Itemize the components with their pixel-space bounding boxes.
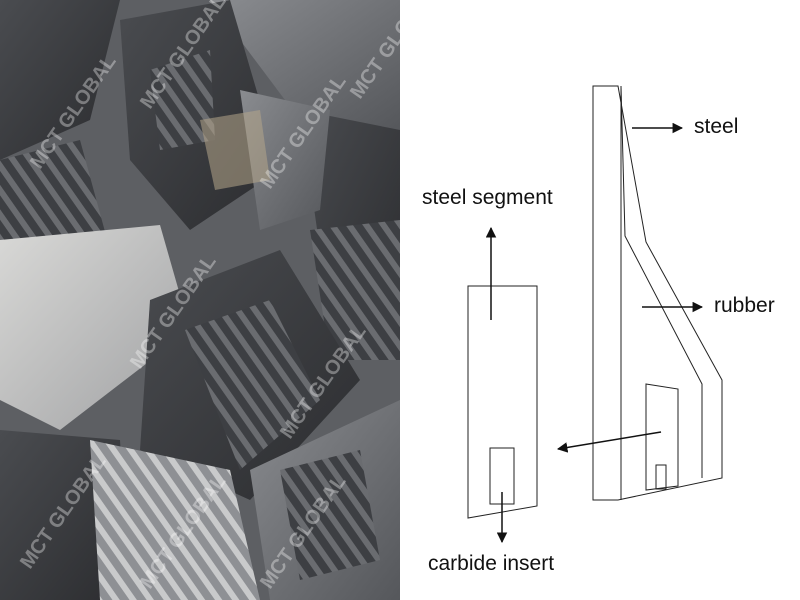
steel-segment-outline bbox=[467, 285, 538, 519]
steel-label: steel bbox=[694, 115, 739, 138]
diagram-drawing bbox=[467, 85, 723, 544]
rubber-label: rubber bbox=[714, 294, 775, 317]
blade-diagram: steel rubber steel segment carbide inser… bbox=[400, 0, 800, 600]
blade-assembly-outline bbox=[592, 85, 723, 501]
insert-pointer-arrow bbox=[556, 431, 662, 453]
photo-illustration: MCT GLOBAL MCT GLOBAL MCT GLOBAL MCT GLO… bbox=[0, 0, 400, 600]
steel-segments-photo: MCT GLOBAL MCT GLOBAL MCT GLOBAL MCT GLO… bbox=[0, 0, 400, 600]
carbide-insert-label: carbide insert bbox=[428, 552, 555, 575]
steel-segment-label: steel segment bbox=[422, 186, 553, 209]
insert-slot-outline bbox=[655, 464, 667, 490]
